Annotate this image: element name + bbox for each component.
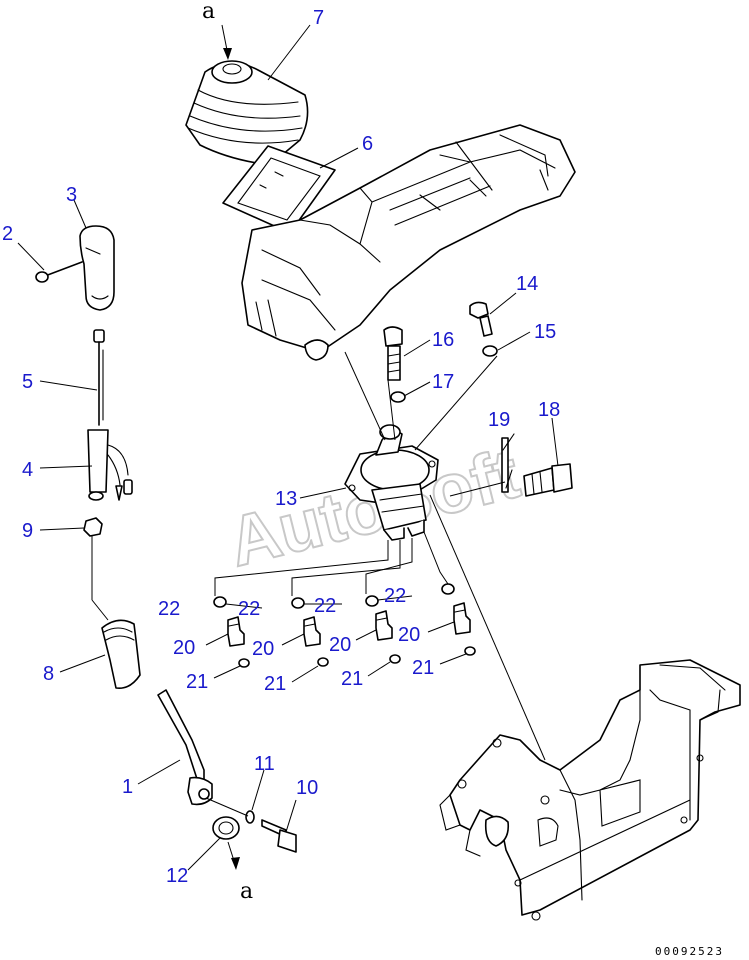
callout-7: 7: [313, 7, 324, 29]
callout-5: 5: [22, 371, 33, 393]
part-5-wire-harness: [93, 329, 105, 426]
part-20-fitting-2: [303, 616, 321, 647]
callout-12: 12: [166, 865, 188, 887]
callout-22-d: 22: [384, 585, 406, 607]
part-11-washer: [245, 810, 255, 824]
assembly-lines: [214, 351, 546, 761]
leader-lever-to-boss: [205, 797, 249, 817]
part-15-washer: [482, 345, 498, 357]
reference-letter-top: a: [202, 0, 215, 24]
reference-letter-bottom: a: [240, 879, 253, 904]
part-22-oring-2: [291, 597, 305, 609]
callout-20-b: 20: [252, 638, 274, 660]
part-9-nut: [83, 517, 109, 621]
part-6-boot-frame: [222, 145, 336, 234]
reference-arrow-top: [221, 24, 232, 60]
callout-11: 11: [254, 753, 275, 775]
callout-8: 8: [43, 663, 54, 685]
part-19-pin: [501, 433, 515, 493]
part-18-bolt: [523, 463, 573, 497]
callout-18: 18: [538, 399, 560, 421]
part-16-stud: [383, 326, 403, 381]
drawing-code: 00092523: [655, 945, 724, 958]
part-13-pilot-valve: [344, 424, 439, 541]
part-21-oring-1: [238, 658, 250, 668]
callout-22-b: 22: [238, 598, 260, 620]
part-22-oring-1: [213, 596, 227, 608]
callout-20-a: 20: [173, 637, 195, 659]
part-21-oring-3: [389, 654, 401, 664]
callout-22-a: 22: [158, 598, 180, 620]
reference-arrow-bottom: [227, 841, 240, 870]
callout-4: 4: [22, 459, 33, 481]
callout-21-c: 21: [341, 668, 363, 690]
part-12-boss: [212, 816, 240, 840]
callout-16: 16: [432, 329, 454, 351]
part-2-screw: [35, 261, 83, 283]
part-1-gear-lever: [157, 689, 213, 806]
callout-21-b: 21: [264, 673, 286, 695]
callout-6: 6: [362, 133, 373, 155]
console-cover: [241, 124, 576, 361]
part-20-fitting-3: [375, 610, 393, 641]
callout-13: 13: [275, 488, 297, 510]
part-21-oring-2: [317, 657, 329, 667]
callout-21-a: 21: [186, 671, 208, 693]
callout-21-d: 21: [412, 657, 434, 679]
part-8-lever-cover: [101, 619, 141, 690]
part-22-oring-3: [365, 595, 379, 607]
console-bracket: [439, 659, 741, 921]
callout-2: 2: [2, 223, 13, 245]
callout-leaders: [17, 24, 559, 871]
callout-9: 9: [22, 520, 33, 542]
part-14-bolt: [469, 301, 493, 337]
callout-22-c: 22: [314, 595, 336, 617]
part-10-bolt: [261, 819, 297, 853]
part-22-oring-4: [441, 583, 455, 595]
callout-20-c: 20: [329, 634, 351, 656]
callout-15: 15: [534, 321, 556, 343]
callout-17: 17: [432, 371, 454, 393]
part-4-switch-body: [87, 429, 133, 501]
callout-3: 3: [66, 184, 77, 206]
part-17-washer: [390, 391, 406, 403]
callout-10: 10: [296, 777, 318, 799]
part-21-oring-4: [464, 646, 476, 656]
part-7-lever-boot: [185, 60, 309, 166]
part-20-fitting-1: [227, 616, 245, 647]
callout-14: 14: [516, 273, 538, 295]
callout-19: 19: [488, 409, 510, 431]
part-3-lever-knob: [79, 225, 115, 311]
callout-20-d: 20: [398, 624, 420, 646]
callout-1: 1: [122, 776, 133, 798]
part-20-fitting-4: [453, 602, 471, 635]
